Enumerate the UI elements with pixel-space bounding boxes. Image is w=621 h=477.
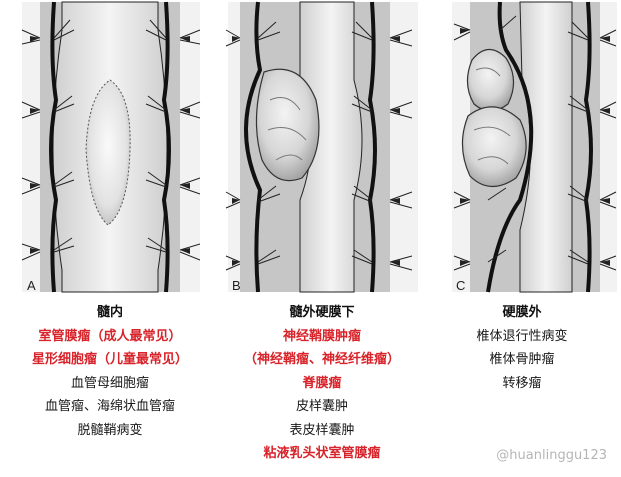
- spinal-tumor-diagram: A B: [21, 1, 617, 293]
- panel-a-item: 脱髓鞘病变: [77, 422, 143, 438]
- panel-b-letter: B: [232, 278, 241, 293]
- panel-b-item: 皮样囊肿: [295, 399, 348, 414]
- panel-a-item: 血管瘤、海绵状血管瘤: [44, 399, 175, 414]
- panel-b-illustration: B: [225, 1, 418, 293]
- panel-b-item: 表皮样囊肿: [289, 422, 355, 438]
- panel-a-letter: A: [27, 278, 36, 293]
- panel-a-item: 室管膜瘤（成人最常见）: [38, 328, 182, 344]
- panel-c-item: 椎体退行性病变: [476, 328, 568, 344]
- panel-c-illustration: C: [452, 1, 617, 293]
- panel-c-item: 转移瘤: [502, 375, 542, 391]
- panel-b-item: 脊膜瘤: [302, 375, 342, 391]
- panel-a-item: 血管母细胞瘤: [70, 375, 149, 391]
- panel-c-title: 硬膜外: [502, 305, 542, 320]
- panel-a-illustration: A: [21, 1, 201, 293]
- panel-a-item: 星形细胞瘤（儿童最常见）: [31, 352, 188, 367]
- panel-b-item: （神经鞘瘤、神经纤维瘤）: [243, 352, 400, 367]
- panel-b-caption: 髓外硬膜下 神经鞘膜肿瘤 （神经鞘瘤、神经纤维瘤） 脊膜瘤 皮样囊肿 表皮样囊肿…: [222, 301, 422, 466]
- panel-b-item: 神经鞘膜肿瘤: [282, 328, 361, 344]
- panel-a-title: 髓内: [96, 305, 123, 320]
- panel-c-letter: C: [456, 278, 465, 293]
- watermark: @huanlinggu123: [496, 448, 607, 463]
- panel-a-caption: 髓内 室管膜瘤（成人最常见） 星形细胞瘤（儿童最常见） 血管母细胞瘤 血管瘤、海…: [10, 301, 210, 442]
- panel-c-item: 椎体骨肿瘤: [489, 352, 555, 367]
- panel-b-item: 粘液乳头状室管膜瘤: [263, 446, 381, 461]
- panel-c-caption: 硬膜外 椎体退行性病变 椎体骨肿瘤 转移瘤: [432, 301, 612, 395]
- panel-b-title: 髓外硬膜下: [289, 305, 355, 320]
